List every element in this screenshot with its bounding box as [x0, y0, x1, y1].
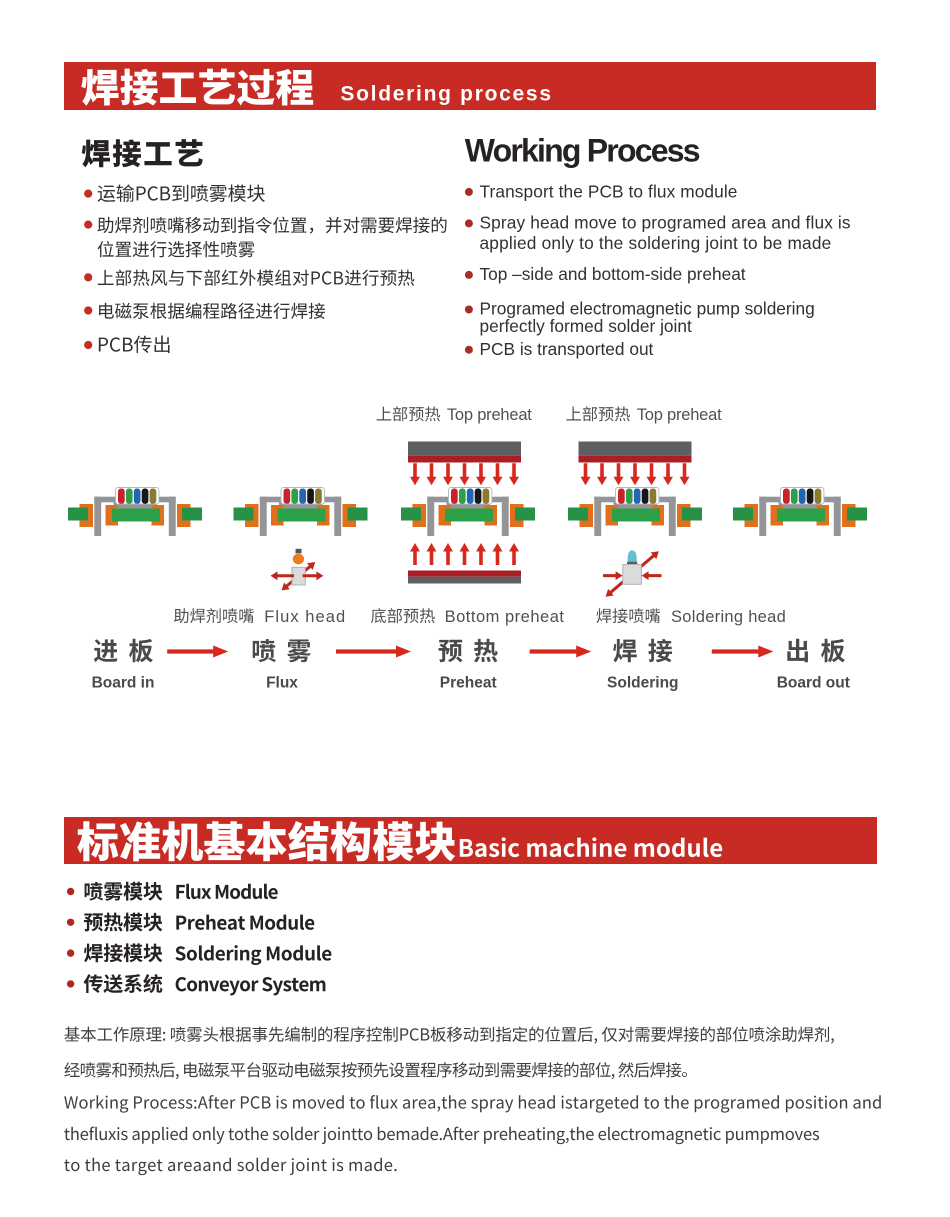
- svg-text:Soldering process: Soldering process: [340, 82, 551, 105]
- svg-text:Transport the PCB to flux modu: Transport the PCB to flux module: [480, 182, 738, 202]
- svg-text:Board in: Board in: [92, 675, 155, 692]
- svg-text:Flux head: Flux head: [264, 608, 345, 626]
- svg-text:Soldering: Soldering: [607, 675, 678, 692]
- svg-text:Soldering head: Soldering head: [671, 608, 786, 626]
- svg-text:Preheat: Preheat: [440, 675, 497, 692]
- svg-text:Flux: Flux: [266, 675, 298, 692]
- svg-text:PCB is transported out: PCB is transported out: [480, 339, 654, 359]
- svg-text:Board out: Board out: [777, 675, 850, 692]
- svg-text:Bottom preheat: Bottom preheat: [445, 608, 565, 626]
- svg-text:Programed electromagnetic pum: Programed electromagnetic pump soldering: [480, 299, 815, 319]
- svg-text:Top preheat: Top preheat: [637, 406, 722, 424]
- svg-text:Spray head move to programed a: Spray head move to programed area and fl…: [480, 213, 851, 233]
- svg-text:Top –side and bottom-side preh: Top –side and bottom-side preheat: [480, 264, 746, 284]
- svg-text:Working Process: Working Process: [465, 132, 701, 168]
- svg-text:applied only to the soldering: applied only to the soldering joint to b…: [480, 233, 832, 253]
- svg-text:Top preheat: Top preheat: [447, 406, 532, 424]
- svg-text:perfectly formed solder joint: perfectly formed solder joint: [480, 316, 692, 336]
